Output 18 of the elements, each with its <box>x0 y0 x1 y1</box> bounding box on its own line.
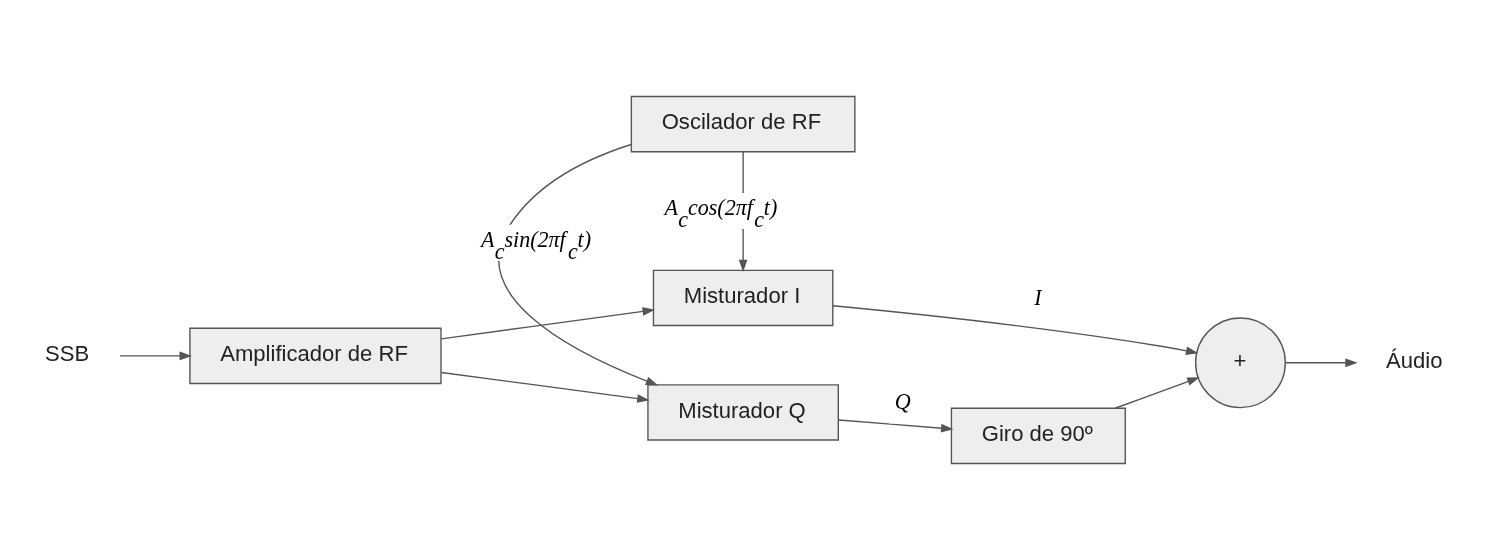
node-box: Oscilador de RF <box>630 95 856 153</box>
arrow <box>837 419 954 433</box>
arrow <box>498 143 659 386</box>
node-text: SSB <box>45 341 90 367</box>
node-box: Misturador I <box>652 269 834 327</box>
node-circle: + <box>1194 317 1286 409</box>
node-box: Giro de 90º <box>950 407 1126 465</box>
node-box: Amplificador de RF <box>189 327 442 385</box>
arrow <box>440 307 655 340</box>
edge-label: I <box>1034 284 1042 310</box>
edge-label: Q <box>894 389 911 415</box>
node-box: Misturador Q <box>647 384 839 441</box>
node-text: Áudio <box>1386 348 1443 374</box>
arrow <box>1114 377 1200 409</box>
arrow <box>832 305 1199 356</box>
arrow <box>440 371 650 403</box>
arrow <box>119 351 192 361</box>
arrow <box>1284 358 1358 368</box>
